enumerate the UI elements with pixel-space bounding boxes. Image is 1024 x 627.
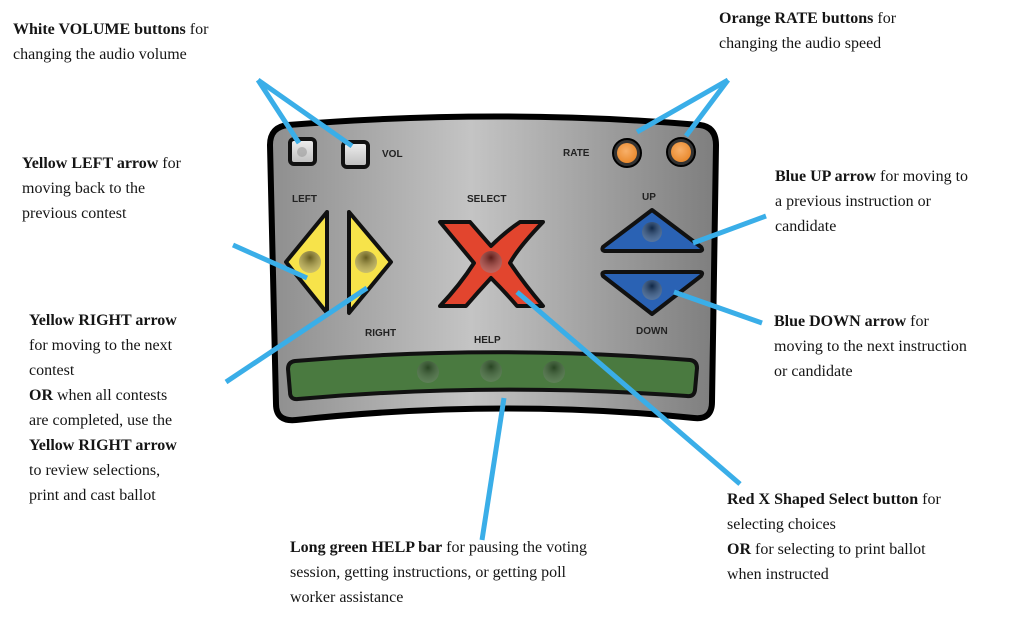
leader-volume-1 (255, 78, 302, 145)
up-label: UP (642, 192, 656, 203)
volume-down-button[interactable] (288, 137, 317, 166)
volume-up-button[interactable] (341, 140, 370, 169)
down-label: DOWN (636, 326, 668, 337)
caption-rate: Orange RATE buttons for changing the aud… (719, 10, 897, 52)
select-x-button[interactable] (438, 220, 545, 308)
right-label: RIGHT (365, 328, 396, 339)
leader-rate-2 (684, 78, 730, 138)
rate-label: RATE (563, 148, 590, 159)
leader-lines (224, 77, 767, 541)
leader-select (515, 290, 742, 486)
vol-label: VOL (382, 149, 403, 160)
caption-volume: White VOLUME buttons for changing the au… (13, 21, 209, 63)
leader-up (692, 213, 767, 246)
caption-left-arrow: Yellow LEFT arrow for moving back to the… (22, 155, 181, 222)
help-bar-button[interactable] (285, 350, 700, 402)
rate-faster-button[interactable] (666, 137, 696, 167)
caption-select: Red X Shaped Select button for selecting… (727, 491, 941, 583)
leader-rate-1 (635, 77, 730, 135)
caption-right-arrow: Yellow RIGHT arrow for moving to the nex… (29, 312, 177, 504)
up-arrow-button[interactable] (600, 208, 705, 253)
rate-slower-button[interactable] (612, 138, 642, 168)
caption-help: Long green HELP bar for pausing the voti… (290, 539, 588, 606)
leader-help (479, 397, 507, 541)
leader-down (673, 289, 763, 326)
leader-volume-2 (256, 77, 354, 149)
leader-left (231, 242, 309, 281)
caption-down-arrow: Blue DOWN arrow for moving to the next i… (774, 313, 967, 380)
select-label: SELECT (467, 194, 506, 205)
right-arrow-button[interactable] (347, 210, 393, 315)
left-label: LEFT (292, 194, 317, 205)
caption-up-arrow: Blue UP arrow for moving to a previous i… (775, 168, 969, 235)
leader-right (224, 285, 369, 385)
left-arrow-button[interactable] (284, 210, 329, 315)
help-label: HELP (474, 335, 501, 346)
